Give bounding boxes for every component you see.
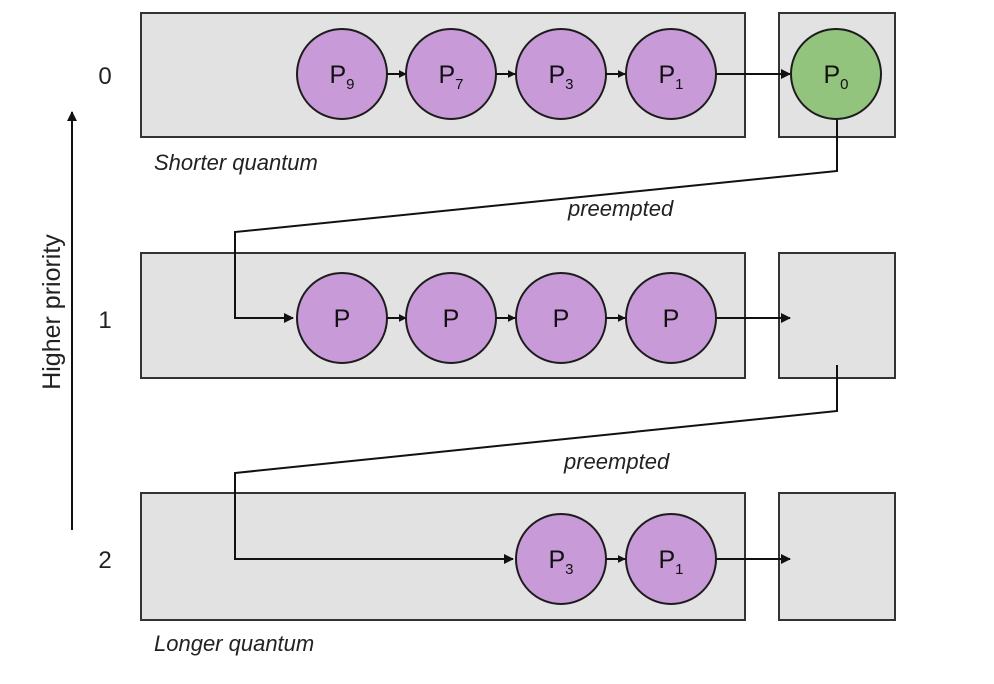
process-label: P3 [548,61,573,93]
cpu-box-level-1 [778,252,896,379]
priority-axis: Higher priority [38,111,77,530]
caption-longer-quantum: Longer quantum [154,631,314,656]
queue-level-1: P P P P [296,272,717,364]
process-label: P7 [438,61,463,93]
process-label: P1 [658,61,683,93]
preempt-path-level-0-to-1 [234,117,838,323]
running-process-label: P0 [823,61,848,93]
priority-axis-label: Higher priority [38,234,66,390]
level-number-2: 2 [98,547,111,574]
process-node [625,513,717,605]
running-process-level-0: P0 [790,28,882,120]
level-number-0: 0 [98,63,111,90]
cpu-box-level-2 [778,492,896,621]
process-label: P [334,305,351,333]
caption-shorter-quantum: Shorter quantum [154,150,318,175]
queue-level-2: P3 P1 [515,513,717,605]
process-label: P [443,305,460,333]
process-node [625,28,717,120]
running-process-node [790,28,882,120]
process-node [625,272,717,364]
preempted-label-2: preempted [563,449,670,474]
queue-level-0: P9 P7 P3 P1 [296,28,717,120]
process-label: P9 [329,61,354,93]
process-label: P3 [548,546,573,578]
process-label: P [553,305,570,333]
preempted-label-1: preempted [567,196,674,221]
preempt-path-level-1-to-2 [234,365,838,564]
process-label: P1 [658,546,683,578]
level-number-1: 1 [98,307,111,334]
process-label: P [663,305,680,333]
